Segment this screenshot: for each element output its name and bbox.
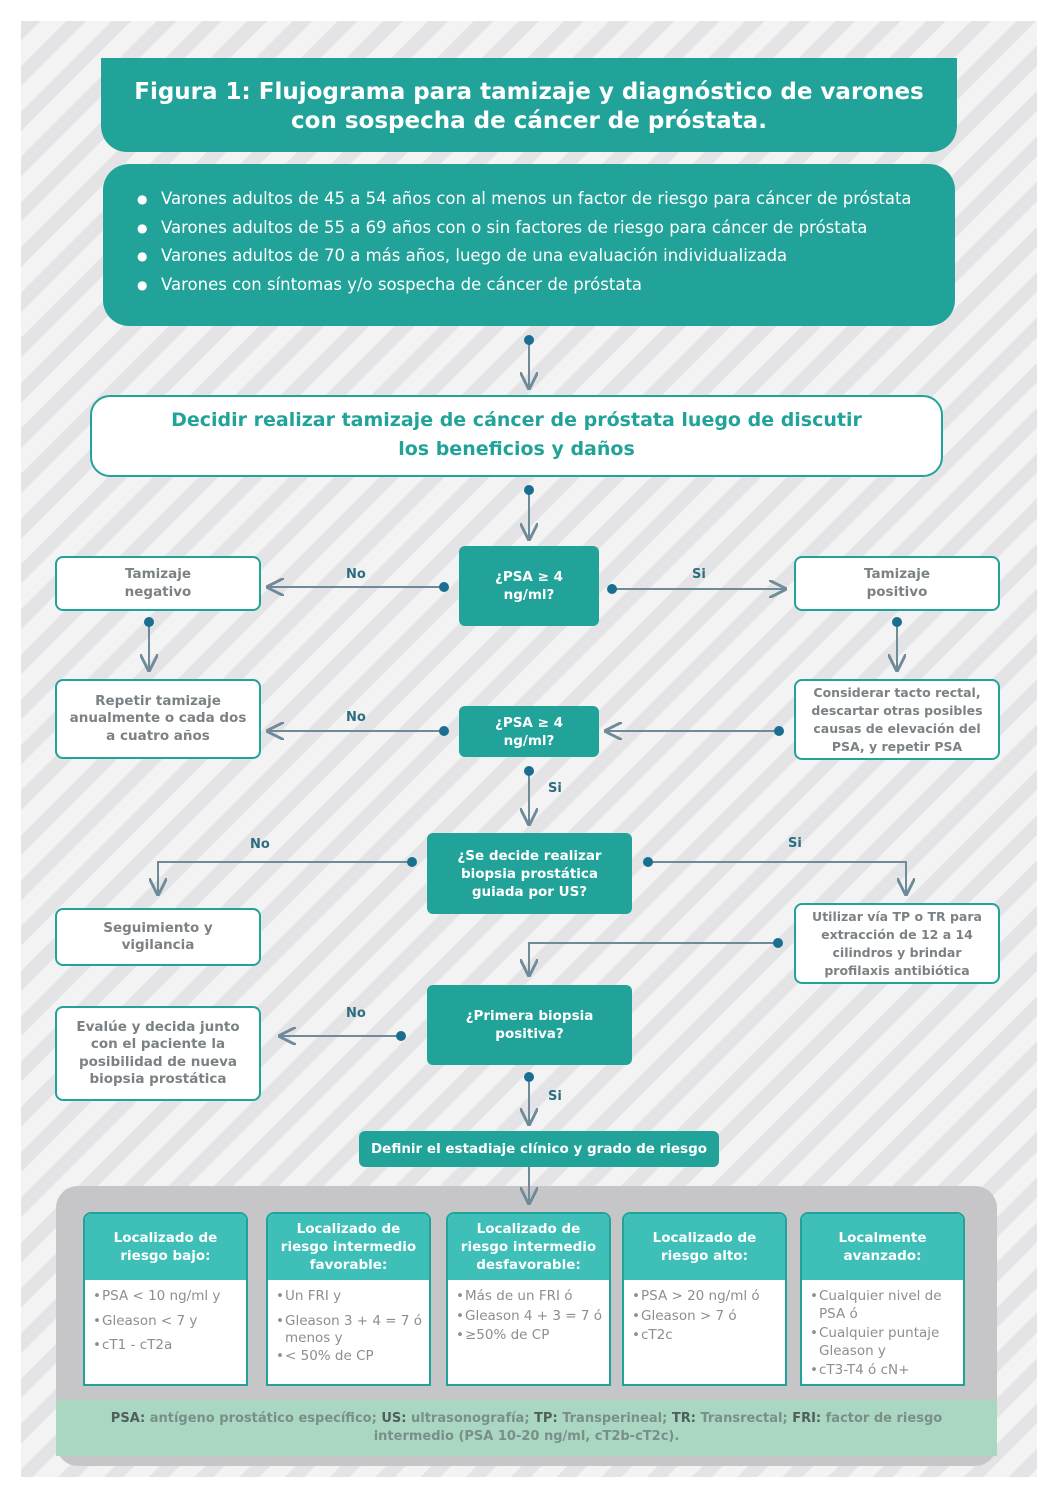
consider-dre-box: Considerar tacto rectal, descartar otras… (794, 679, 1000, 760)
risk-criterion: Gleason < 7 y (93, 1313, 240, 1331)
abbr-tp: TP: (534, 1411, 558, 1426)
figure-title-line2: con sospecha de cáncer de próstata. (291, 108, 767, 134)
def-fri: factor de riesgo intermedio (PSA 10-20 n… (373, 1411, 943, 1444)
risk-card-locally-advanced: Localmente avanzado: Cualquier nivel de … (800, 1212, 965, 1386)
risk-card-high: Localizado de riesgo alto: PSA > 20 ng/m… (622, 1212, 787, 1386)
abbr-psa: PSA: (110, 1411, 146, 1426)
figure-title: Figura 1: Flujograma para tamizaje y dia… (101, 58, 957, 152)
risk-criterion: Cualquier nivel de PSA ó (810, 1288, 957, 1323)
define-staging-box: Definir el estadiaje clínico y grado de … (359, 1131, 719, 1167)
criteria-item: Varones adultos de 70 a más años, luego … (137, 245, 955, 274)
def-psa: antígeno prostático específico; (149, 1411, 377, 1426)
risk-criterion: cT1 - cT2a (93, 1337, 240, 1355)
si-label: Si (788, 836, 802, 851)
figure-title-line1: Figura 1: Flujograma para tamizaje y dia… (134, 79, 924, 105)
inclusion-criteria-box: Varones adultos de 45 a 54 años con al m… (103, 164, 955, 326)
risk-card-criteria: PSA > 20 ng/ml ó Gleason > 7 ó cT2c (624, 1280, 785, 1345)
abbr-fri: FRI: (792, 1411, 822, 1426)
risk-criterion: Más de un FRI ó (456, 1288, 603, 1306)
def-us: ultrasonografía; (410, 1411, 530, 1426)
risk-criterion: Gleason 4 + 3 = 7 ó (456, 1308, 603, 1326)
risk-criterion: Gleason > 7 ó (632, 1308, 779, 1326)
evaluate-new-biopsy-box: Evalúe y decida junto con el paciente la… (55, 1006, 261, 1101)
no-label: No (250, 837, 270, 852)
risk-card-criteria: Más de un FRI ó Gleason 4 + 3 = 7 ó ≥50%… (448, 1280, 609, 1345)
criteria-item: Varones con síntomas y/o sospecha de cán… (137, 274, 955, 303)
abbr-us: US: (381, 1411, 407, 1426)
abbreviations-footnote: PSA: antígeno prostático específico; US:… (56, 1400, 997, 1456)
no-label: No (346, 1006, 366, 1021)
risk-card-criteria: Cualquier nivel de PSA ó Cualquier punta… (802, 1280, 963, 1380)
no-label: No (346, 567, 366, 582)
risk-criterion: < 50% de CP (276, 1348, 423, 1366)
risk-card-title: Localmente avanzado: (802, 1214, 963, 1280)
def-tp: Transperineal; (562, 1411, 668, 1426)
psa-question-1: ¿PSA ≥ 4 ng/ml? (459, 546, 599, 626)
si-label: Si (548, 1089, 562, 1104)
risk-criterion: cT3-T4 ó cN+ (810, 1362, 957, 1380)
risk-card-title: Localizado de riesgo intermedio desfavor… (448, 1214, 609, 1280)
no-label: No (346, 710, 366, 725)
risk-criterion: Cualquier puntaje Gleason y (810, 1325, 957, 1360)
biopsy-route-box: Utilizar vía TP o TR para extracción de … (794, 903, 1000, 984)
risk-criterion: Un FRI y (276, 1288, 423, 1306)
first-biopsy-question: ¿Primera biopsia positiva? (427, 985, 632, 1065)
criteria-item: Varones adultos de 55 a 69 años con o si… (137, 217, 955, 246)
si-label: Si (548, 781, 562, 796)
psa-question-2: ¿PSA ≥ 4 ng/ml? (459, 706, 599, 757)
si-label: Si (692, 567, 706, 582)
abbr-tr: TR: (671, 1411, 696, 1426)
risk-card-low: Localizado de riesgo bajo: PSA < 10 ng/m… (83, 1212, 248, 1386)
risk-card-criteria: Un FRI y Gleason 3 + 4 = 7 ó menos y < 5… (268, 1280, 429, 1365)
screening-positive-box: Tamizaje positivo (794, 556, 1000, 611)
risk-criterion: PSA < 10 ng/ml y (93, 1288, 240, 1306)
risk-criterion: Gleason 3 + 4 = 7 ó menos y (276, 1313, 423, 1348)
decide-line1: Decidir realizar tamizaje de cáncer de p… (171, 409, 862, 431)
criteria-item: Varones adultos de 45 a 54 años con al m… (137, 188, 955, 217)
risk-card-intermediate-unfavorable: Localizado de riesgo intermedio desfavor… (446, 1212, 611, 1386)
decide-line2: los beneficios y daños (398, 438, 635, 460)
risk-card-criteria: PSA < 10 ng/ml y Gleason < 7 y cT1 - cT2… (85, 1280, 246, 1355)
screening-negative-box: Tamizaje negativo (55, 556, 261, 611)
risk-criterion: cT2c (632, 1327, 779, 1345)
risk-card-title: Localizado de riesgo bajo: (85, 1214, 246, 1280)
def-tr: Transrectal; (700, 1411, 788, 1426)
risk-card-intermediate-favorable: Localizado de riesgo intermedio favorabl… (266, 1212, 431, 1386)
criteria-list: Varones adultos de 45 a 54 años con al m… (137, 188, 955, 302)
risk-card-title: Localizado de riesgo intermedio favorabl… (268, 1214, 429, 1280)
risk-criterion: ≥50% de CP (456, 1327, 603, 1345)
biopsy-decision-question: ¿Se decide realizar biopsia prostática g… (427, 833, 632, 914)
decide-screening-box: Decidir realizar tamizaje de cáncer de p… (90, 395, 943, 477)
risk-card-title: Localizado de riesgo alto: (624, 1214, 785, 1280)
risk-criterion: PSA > 20 ng/ml ó (632, 1288, 779, 1306)
repeat-screening-box: Repetir tamizaje anualmente o cada dos a… (55, 679, 261, 759)
follow-up-box: Seguimiento y vigilancia (55, 908, 261, 966)
